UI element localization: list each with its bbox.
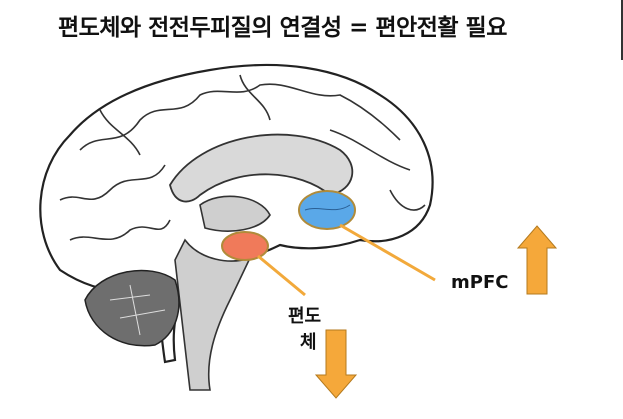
cerebellum: [84, 269, 180, 347]
up-arrow-icon: [516, 225, 558, 295]
mpfc-label: mPFC: [451, 272, 509, 293]
amygdala-region: [221, 231, 269, 261]
window-edge: [621, 0, 623, 60]
amygdala-connector-line: [257, 254, 306, 297]
mpfc-region: [298, 190, 356, 230]
amygdala-label-line1: 편도: [288, 306, 322, 327]
brain-gyri: [59, 74, 426, 241]
mpfc-connector-line: [339, 223, 436, 282]
amygdala-label-line2: 체: [300, 332, 317, 353]
slide-title: 편도체와 전전두피질의 연결성 = 편안전활 필요: [58, 15, 507, 41]
down-arrow-icon: [314, 329, 358, 399]
thalamus-brainstem: [174, 195, 271, 391]
